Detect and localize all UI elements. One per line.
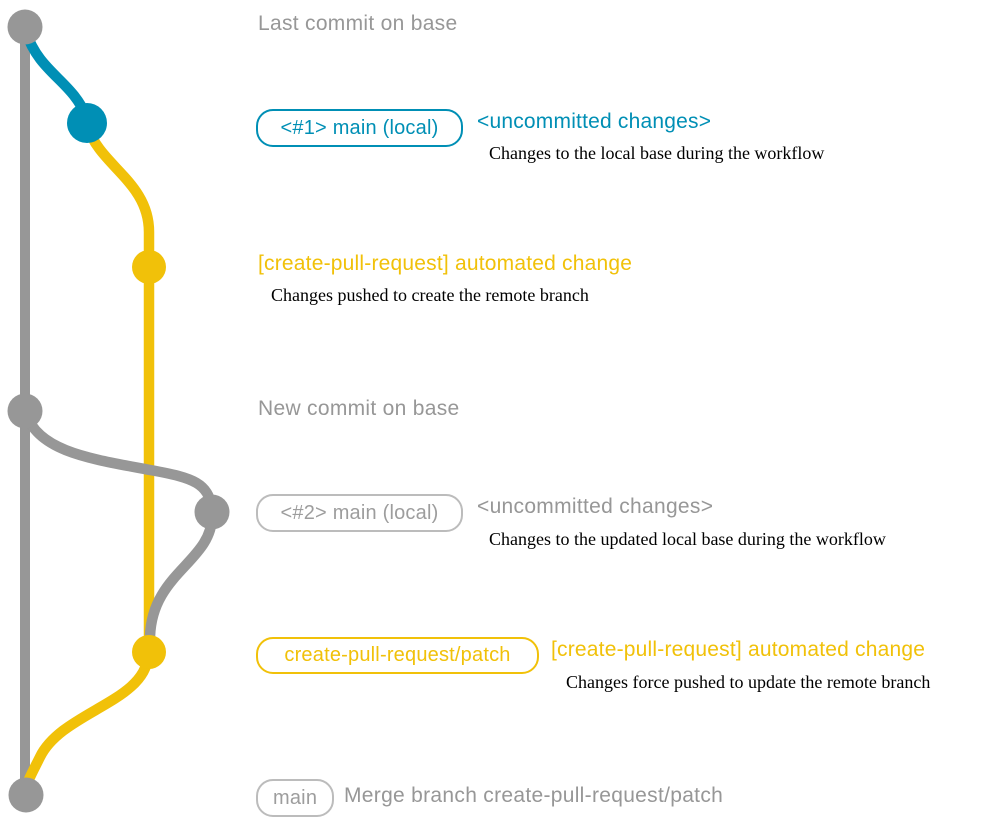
- force-push-curve: [144, 510, 218, 644]
- badge-main: main: [256, 779, 335, 817]
- commit-local-main-2: [194, 494, 230, 530]
- merge-curve: [20, 650, 154, 799]
- uncommitted-changes-2-label: <uncommitted changes>: [477, 495, 714, 518]
- automated-change-1-description: Changes pushed to create the remote bran…: [271, 285, 589, 305]
- rebase-curve: [20, 407, 218, 513]
- uncommitted-changes-1-label: <uncommitted changes>: [477, 110, 712, 133]
- local-branch-curve-1: [20, 26, 93, 124]
- badge-main-local-1: <#1> main (local): [256, 109, 463, 147]
- last-commit-label: Last commit on base: [258, 12, 458, 35]
- new-commit-label: New commit on base: [258, 397, 460, 420]
- badge-main-local-2: <#2> main (local): [256, 494, 463, 532]
- commit-branch-updated: [132, 635, 166, 669]
- automated-change-2-description: Changes force pushed to update the remot…: [566, 672, 931, 692]
- badge-create-pull-request-patch: create-pull-request/patch: [256, 637, 539, 674]
- automated-change-1-label: [create-pull-request] automated change: [258, 252, 633, 275]
- commit-last-base: [7, 9, 43, 45]
- patch-branch-curve-top: [82, 121, 155, 276]
- automated-change-2-label: [create-pull-request] automated change: [551, 638, 926, 661]
- uncommitted-changes-1-description: Changes to the local base during the wor…: [489, 143, 825, 163]
- commit-new-base: [7, 393, 43, 429]
- uncommitted-changes-2-description: Changes to the updated local base during…: [489, 529, 886, 549]
- commit-local-main-1: [67, 103, 107, 143]
- merge-branch-label: Merge branch create-pull-request/patch: [344, 784, 724, 807]
- commit-merge: [8, 777, 44, 813]
- commit-branch-created: [132, 250, 166, 284]
